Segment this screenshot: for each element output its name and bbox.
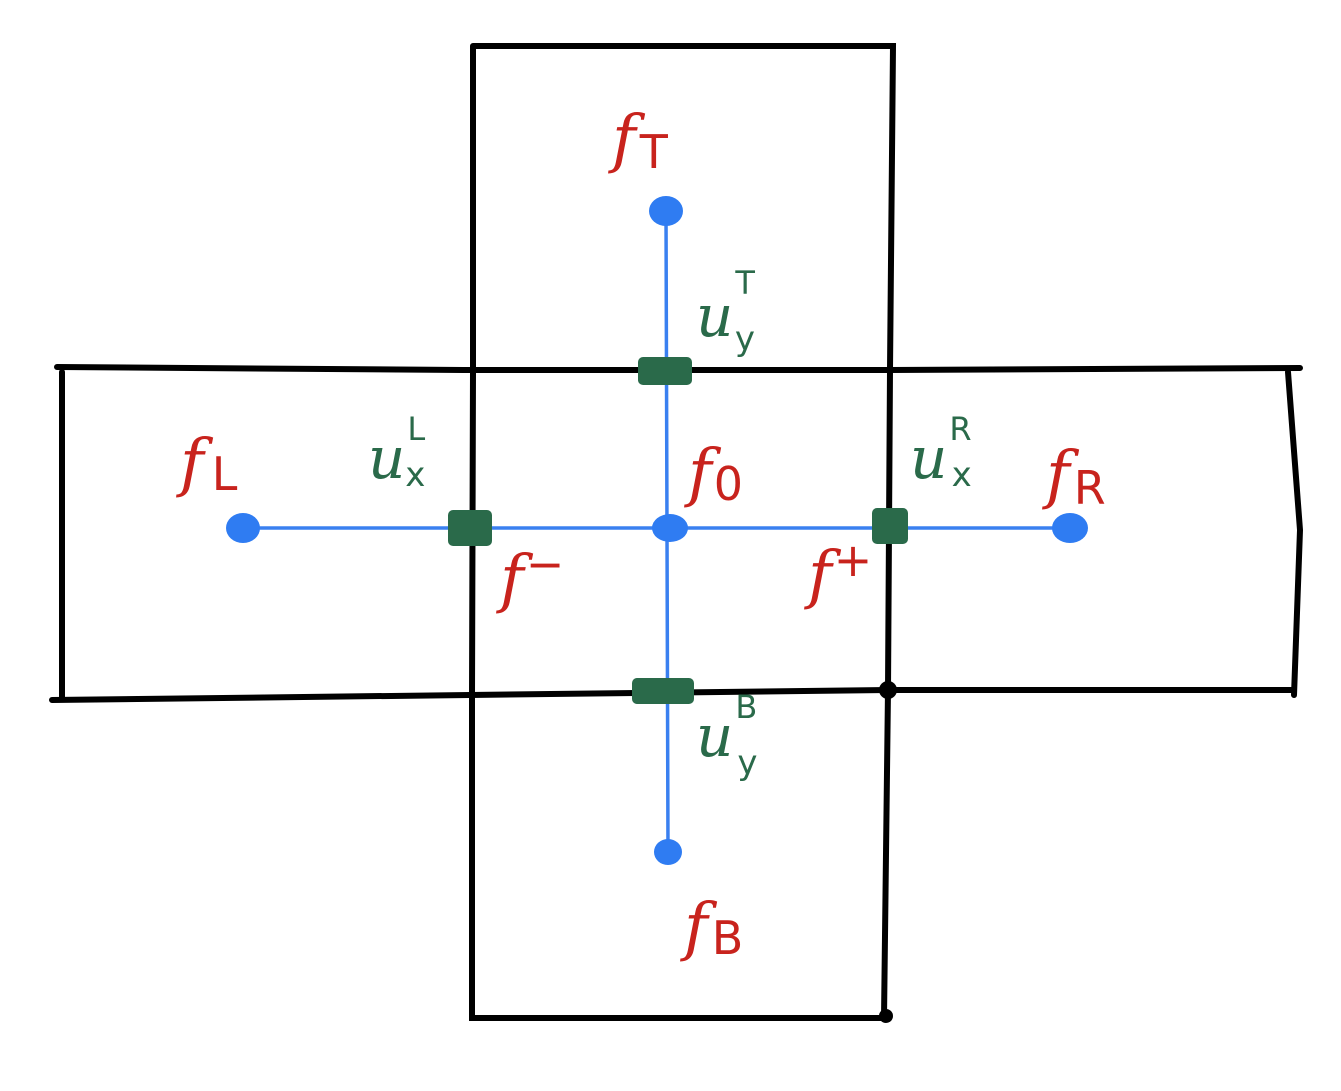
label-f-plus: f+ xyxy=(804,533,872,612)
label-f-bottom: fB xyxy=(680,890,743,965)
label-f-center: f0 xyxy=(684,436,743,511)
face-nodes xyxy=(448,357,908,704)
face-node-left xyxy=(448,510,492,546)
label-f-top: fT xyxy=(608,102,669,179)
node-top xyxy=(649,196,683,226)
node-left xyxy=(226,513,260,543)
node-bottom xyxy=(654,839,682,865)
face-node-bottom xyxy=(632,678,694,704)
label-f-right: fR xyxy=(1042,438,1106,515)
bottom-cell-outline xyxy=(469,687,891,1021)
right-cell-right-edge xyxy=(1285,369,1304,698)
corner-dot xyxy=(879,681,897,699)
node-right xyxy=(1052,513,1088,543)
face-node-top xyxy=(638,357,692,385)
node-center xyxy=(652,514,688,542)
face-node-right xyxy=(872,508,908,544)
label-f-minus: f− xyxy=(496,537,564,616)
cell-center-nodes xyxy=(226,196,1088,865)
corner-dot xyxy=(879,1009,893,1023)
top-cell-outline xyxy=(470,43,897,375)
